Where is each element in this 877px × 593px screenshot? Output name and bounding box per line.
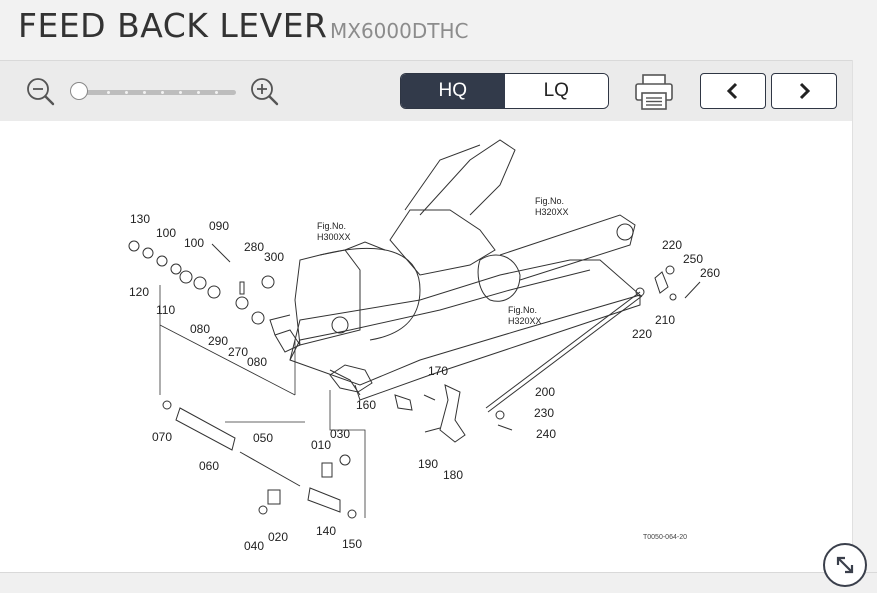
svg-text:210: 210 [655,313,675,327]
svg-text:100: 100 [184,236,204,250]
svg-text:Fig.No.: Fig.No. [317,221,346,231]
bottom-bar [0,572,877,593]
svg-text:060: 060 [199,459,219,473]
svg-text:090: 090 [209,219,229,233]
svg-text:190: 190 [418,457,438,471]
chevron-left-icon [726,82,738,100]
svg-text:050: 050 [253,431,273,445]
zoom-in-icon[interactable] [249,76,281,108]
svg-text:150: 150 [342,537,362,551]
svg-text:080: 080 [247,355,267,369]
svg-text:260: 260 [700,266,720,280]
svg-text:250: 250 [683,252,703,266]
svg-text:160: 160 [356,398,376,412]
slider-tick [107,91,110,94]
chevron-right-icon [799,82,811,100]
lq-button[interactable]: LQ [504,74,608,108]
svg-text:080: 080 [190,322,210,336]
svg-text:010: 010 [311,438,331,452]
expand-button[interactable] [823,543,867,587]
svg-text:T0050-064-20: T0050-064-20 [643,534,687,541]
quality-toggle: HQ LQ [400,73,609,109]
svg-text:Fig.No.: Fig.No. [508,305,537,315]
model-name: MX6000DTHC [330,19,469,43]
svg-text:170: 170 [428,364,448,378]
slider-tick [215,91,218,94]
slider-tick [143,91,146,94]
svg-text:290: 290 [208,334,228,348]
svg-text:230: 230 [534,406,554,420]
slider-tick [125,91,128,94]
next-button[interactable] [771,73,837,109]
svg-text:130: 130 [130,212,150,226]
svg-text:Fig.No.: Fig.No. [535,196,564,206]
expand-diagonal-icon [836,556,854,574]
svg-text:270: 270 [228,345,248,359]
hq-button[interactable]: HQ [401,74,505,108]
svg-text:140: 140 [316,524,336,538]
svg-text:110: 110 [156,303,175,317]
svg-text:220: 220 [632,327,652,341]
svg-text:120: 120 [129,285,149,299]
page-title: FEED BACK LEVER [18,6,328,45]
zoom-slider-track [78,90,236,95]
svg-text:H320XX: H320XX [535,207,569,217]
svg-text:220: 220 [662,238,682,252]
zoom-out-icon[interactable] [25,76,57,108]
zoom-slider[interactable] [70,82,240,100]
parts-diagram-canvas[interactable]: 130 100 090 100 280 300 120 110 080 290 … [0,121,852,572]
svg-text:200: 200 [535,385,555,399]
previous-button[interactable] [700,73,766,109]
printer-icon[interactable] [633,73,675,111]
vertical-scrollbar[interactable] [852,60,877,572]
page-header: FEED BACK LEVER MX6000DTHC [0,0,877,60]
svg-text:020: 020 [268,530,288,544]
svg-text:280: 280 [244,240,264,254]
svg-text:H320XX: H320XX [508,316,542,326]
svg-text:H300XX: H300XX [317,232,351,242]
svg-text:030: 030 [330,427,350,441]
slider-tick [179,91,182,94]
svg-text:040: 040 [244,539,264,553]
svg-text:100: 100 [156,226,176,240]
svg-text:180: 180 [443,468,463,482]
slider-tick [161,91,164,94]
viewer-toolbar: HQ LQ [0,60,852,122]
zoom-slider-handle[interactable] [70,82,88,100]
svg-text:070: 070 [152,430,172,444]
slider-tick [197,91,200,94]
svg-text:300: 300 [264,250,284,264]
exploded-parts-diagram: 130 100 090 100 280 300 120 110 080 290 … [128,139,720,553]
svg-text:240: 240 [536,427,556,441]
